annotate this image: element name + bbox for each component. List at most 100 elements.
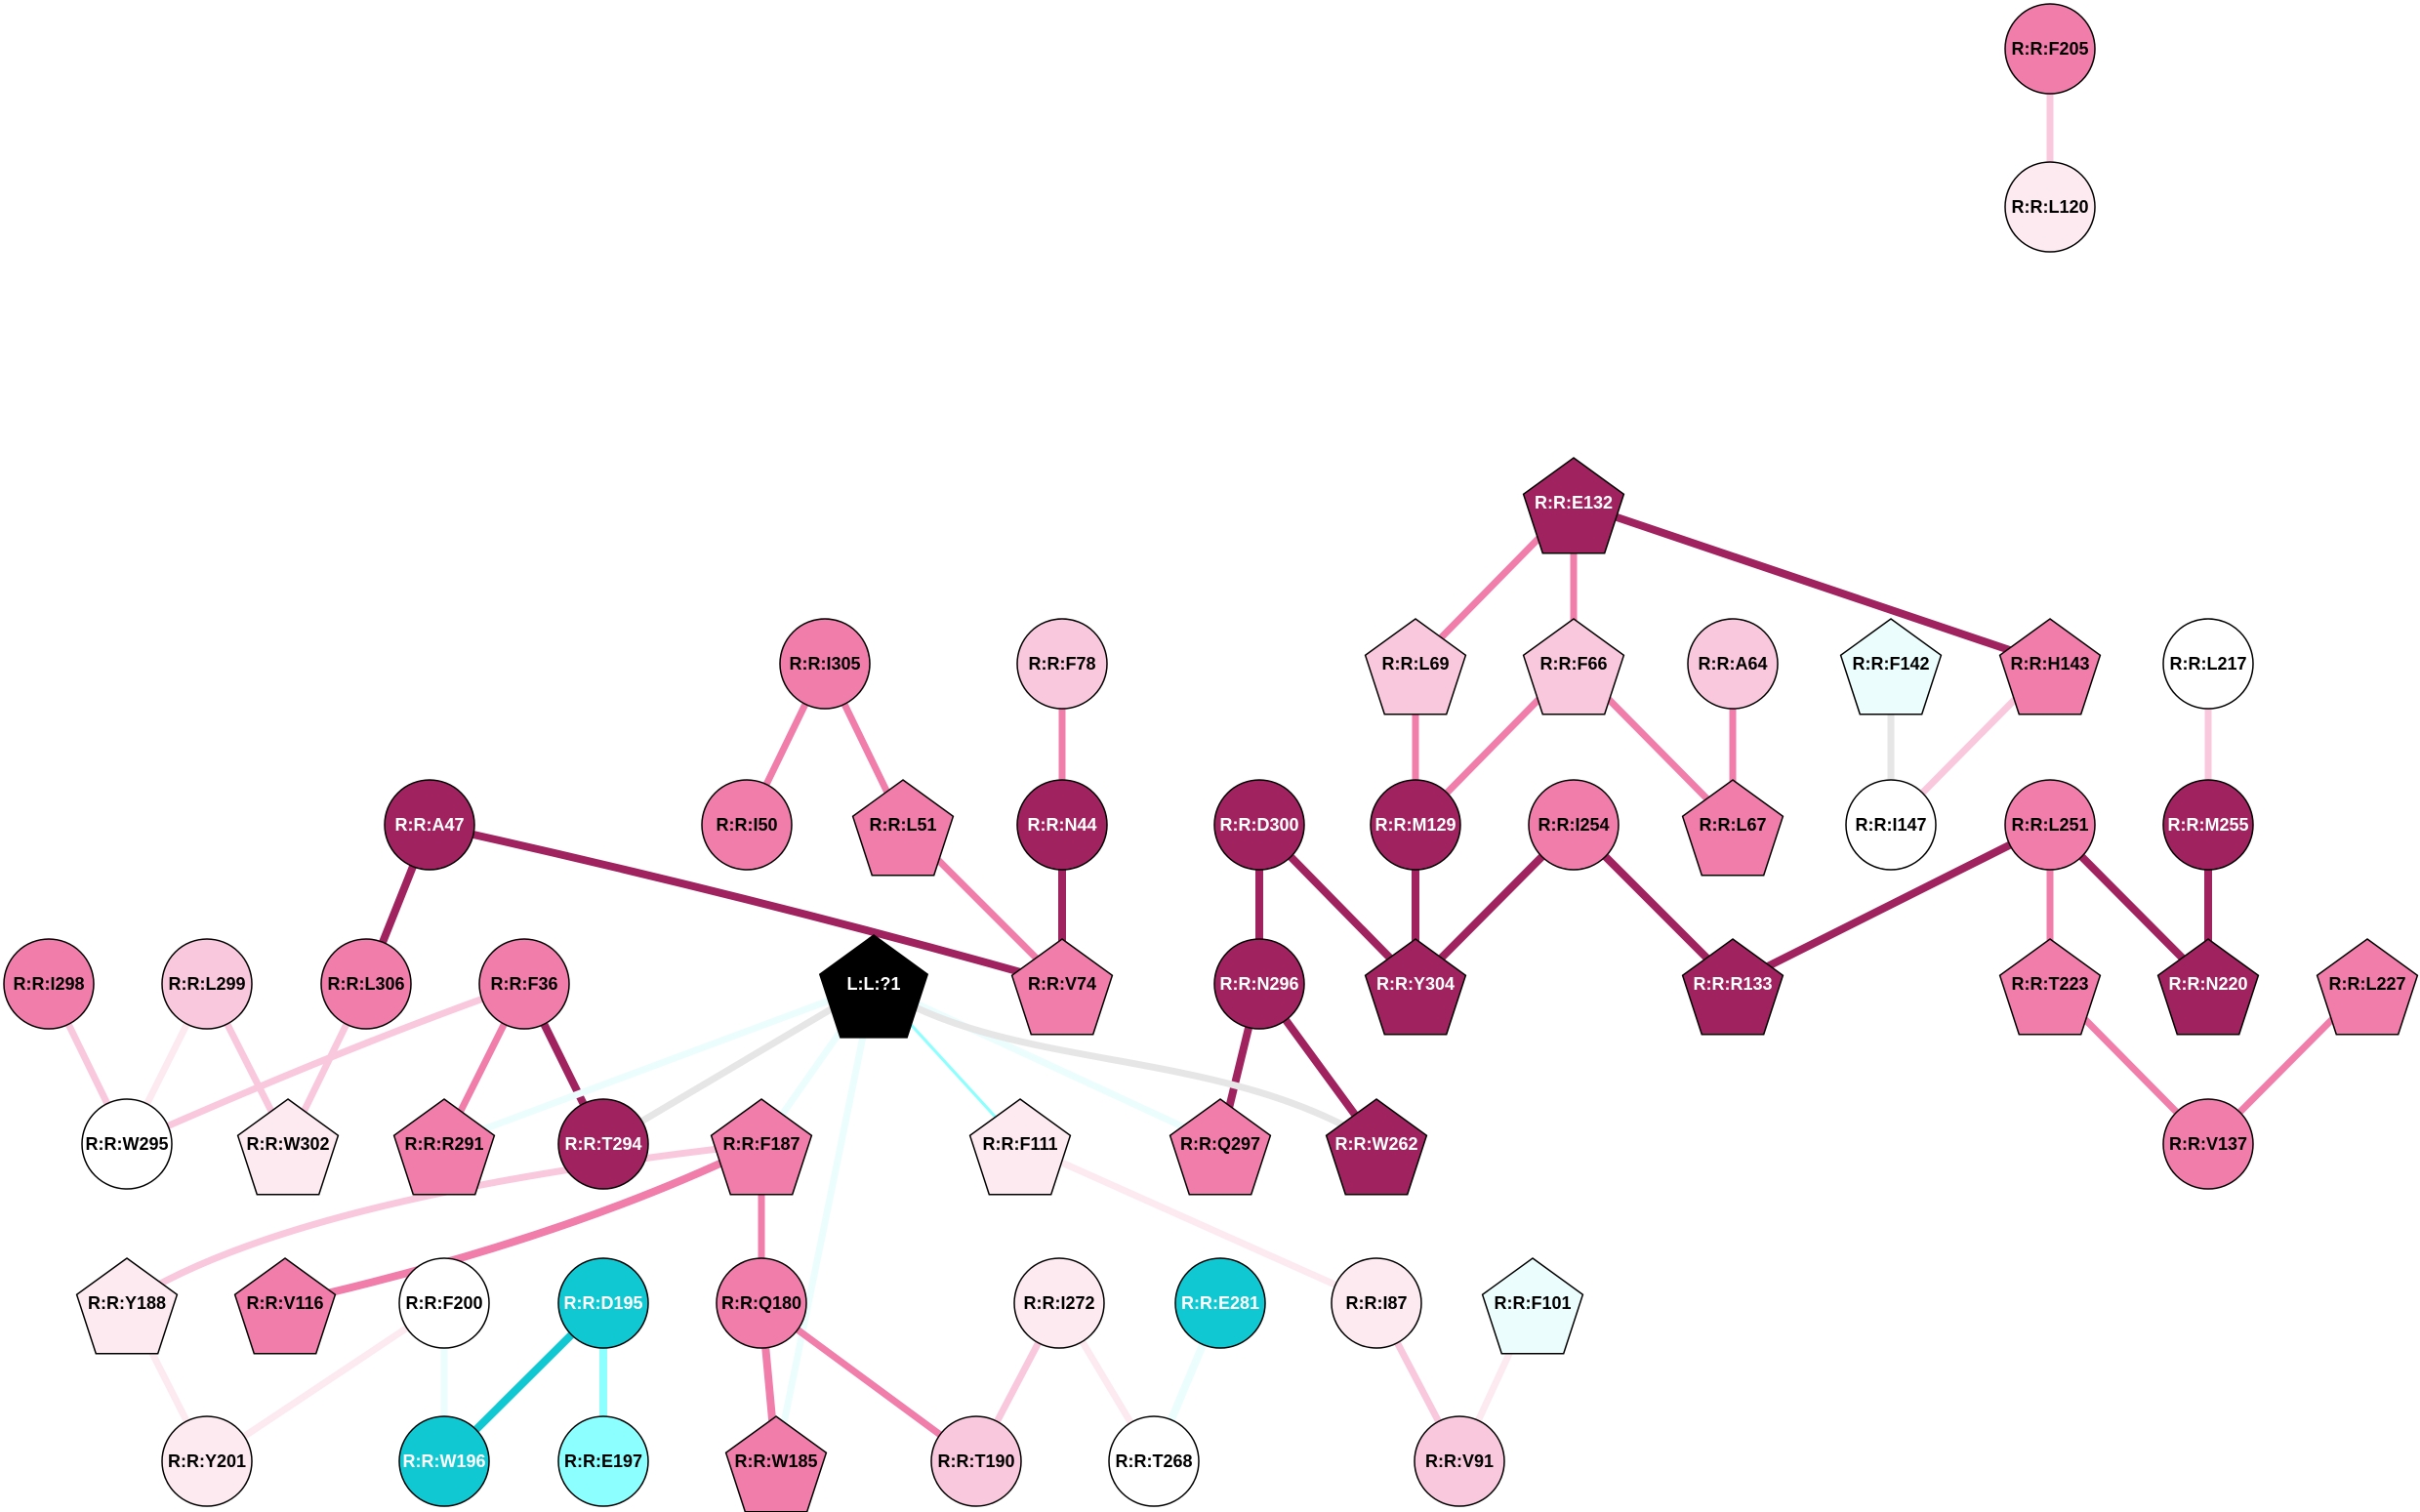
node-a47[interactable]: R:R:A47 xyxy=(384,779,475,871)
node-w295[interactable]: R:R:W295 xyxy=(81,1098,173,1190)
node-label: R:R:F101 xyxy=(1494,1293,1571,1313)
node-l217[interactable]: R:R:L217 xyxy=(2162,618,2254,710)
node-a64[interactable]: R:R:A64 xyxy=(1687,618,1779,710)
node-t190[interactable]: R:R:T190 xyxy=(930,1415,1022,1507)
node-w262[interactable]: R:R:W262 xyxy=(1325,1098,1428,1196)
node-shape xyxy=(779,618,871,710)
node-label: R:R:N44 xyxy=(1027,815,1096,835)
node-f200[interactable]: R:R:F200 xyxy=(398,1257,490,1349)
node-v74[interactable]: R:R:V74 xyxy=(1010,938,1114,1036)
node-shape xyxy=(1528,779,1620,871)
node-v137[interactable]: R:R:V137 xyxy=(2162,1098,2254,1190)
node-f78[interactable]: R:R:F78 xyxy=(1016,618,1108,710)
node-n44[interactable]: R:R:N44 xyxy=(1016,779,1108,871)
edge-LIG-W262 xyxy=(870,980,1380,1148)
node-label: R:R:V74 xyxy=(1028,974,1096,994)
node-f205[interactable]: R:R:F205 xyxy=(2004,3,2096,95)
node-f101[interactable]: R:R:F101 xyxy=(1481,1257,1584,1355)
node-label: R:R:R133 xyxy=(1693,974,1772,994)
node-label: L:L:?1 xyxy=(847,974,901,994)
node-shape xyxy=(1213,938,1305,1030)
node-label: R:R:I305 xyxy=(789,654,860,674)
node-i50[interactable]: R:R:I50 xyxy=(701,779,793,871)
node-shape xyxy=(716,1257,807,1349)
node-label: R:R:E197 xyxy=(564,1451,642,1471)
node-n220[interactable]: R:R:N220 xyxy=(2156,938,2260,1036)
node-l67[interactable]: R:R:L67 xyxy=(1681,779,1784,877)
node-w185[interactable]: R:R:W185 xyxy=(724,1415,828,1512)
node-shape xyxy=(2316,938,2419,1036)
node-shape xyxy=(818,934,929,1039)
node-shape xyxy=(930,1415,1022,1507)
node-shape xyxy=(1016,779,1108,871)
node-f111[interactable]: R:R:F111 xyxy=(968,1098,1072,1196)
node-i272[interactable]: R:R:I272 xyxy=(1013,1257,1105,1349)
node-f36[interactable]: R:R:F36 xyxy=(478,938,570,1030)
node-label: R:R:Y304 xyxy=(1376,974,1455,994)
node-y304[interactable]: R:R:Y304 xyxy=(1364,938,1467,1036)
node-i298[interactable]: R:R:I298 xyxy=(3,938,95,1030)
node-r291[interactable]: R:R:R291 xyxy=(392,1098,496,1196)
node-l227[interactable]: R:R:L227 xyxy=(2316,938,2419,1036)
node-m255[interactable]: R:R:M255 xyxy=(2162,779,2254,871)
node-shape xyxy=(3,938,95,1030)
node-label: R:R:I298 xyxy=(13,974,84,994)
node-l299[interactable]: R:R:L299 xyxy=(161,938,253,1030)
node-shape xyxy=(398,1257,490,1349)
node-f142[interactable]: R:R:F142 xyxy=(1839,618,1943,715)
node-t268[interactable]: R:R:T268 xyxy=(1108,1415,1200,1507)
node-f187[interactable]: R:R:F187 xyxy=(710,1098,813,1196)
node-q180[interactable]: R:R:Q180 xyxy=(716,1257,807,1349)
node-t223[interactable]: R:R:T223 xyxy=(1998,938,2102,1036)
node-v91[interactable]: R:R:V91 xyxy=(1414,1415,1505,1507)
node-i305[interactable]: R:R:I305 xyxy=(779,618,871,710)
node-shape xyxy=(1174,1257,1266,1349)
node-shape xyxy=(2162,618,2254,710)
node-l306[interactable]: R:R:L306 xyxy=(320,938,412,1030)
node-l251[interactable]: R:R:L251 xyxy=(2004,779,2096,871)
edge-LIG-R291 xyxy=(440,980,878,1148)
node-l120[interactable]: R:R:L120 xyxy=(2004,161,2096,253)
node-v116[interactable]: R:R:V116 xyxy=(233,1257,337,1355)
node-i87[interactable]: R:R:I87 xyxy=(1331,1257,1422,1349)
node-i147[interactable]: R:R:I147 xyxy=(1845,779,1937,871)
node-w302[interactable]: R:R:W302 xyxy=(236,1098,340,1196)
node-label: R:R:F111 xyxy=(982,1134,1057,1154)
node-y188[interactable]: R:R:Y188 xyxy=(75,1257,179,1355)
node-l51[interactable]: R:R:L51 xyxy=(851,779,955,877)
node-l69[interactable]: R:R:L69 xyxy=(1364,618,1467,715)
node-e132[interactable]: R:R:E132 xyxy=(1522,457,1625,554)
node-shape xyxy=(710,1098,813,1196)
node-label: R:R:I50 xyxy=(716,815,777,835)
node-lig[interactable]: L:L:?1 xyxy=(818,934,929,1039)
node-shape xyxy=(2004,161,2096,253)
node-w196[interactable]: R:R:W196 xyxy=(398,1415,490,1507)
node-e197[interactable]: R:R:E197 xyxy=(557,1415,649,1507)
node-f66[interactable]: R:R:F66 xyxy=(1522,618,1625,715)
edge-LIG-T294 xyxy=(599,980,878,1148)
node-label: R:R:I272 xyxy=(1023,1293,1094,1313)
edge-LIG-W185 xyxy=(772,980,878,1465)
node-label: R:R:Y188 xyxy=(88,1293,166,1313)
node-h143[interactable]: R:R:H143 xyxy=(1998,618,2102,715)
node-d300[interactable]: R:R:D300 xyxy=(1213,779,1305,871)
node-label: R:R:A47 xyxy=(394,815,464,835)
node-shape xyxy=(1414,1415,1505,1507)
node-n296[interactable]: R:R:N296 xyxy=(1213,938,1305,1030)
node-q297[interactable]: R:R:Q297 xyxy=(1169,1098,1272,1196)
node-t294[interactable]: R:R:T294 xyxy=(557,1098,649,1190)
node-r133[interactable]: R:R:R133 xyxy=(1681,938,1784,1036)
node-d195[interactable]: R:R:D195 xyxy=(557,1257,649,1349)
node-label: R:R:I147 xyxy=(1855,815,1926,835)
node-label: R:R:E132 xyxy=(1535,493,1613,512)
node-y201[interactable]: R:R:Y201 xyxy=(161,1415,253,1507)
node-shape xyxy=(1364,938,1467,1036)
node-i254[interactable]: R:R:I254 xyxy=(1528,779,1620,871)
edge-L251-R133 xyxy=(1729,821,2054,988)
node-label: R:R:E281 xyxy=(1181,1293,1259,1313)
node-e281[interactable]: R:R:E281 xyxy=(1174,1257,1266,1349)
node-label: R:R:A64 xyxy=(1698,654,1767,674)
node-shape xyxy=(478,938,570,1030)
node-m129[interactable]: R:R:M129 xyxy=(1370,779,1461,871)
